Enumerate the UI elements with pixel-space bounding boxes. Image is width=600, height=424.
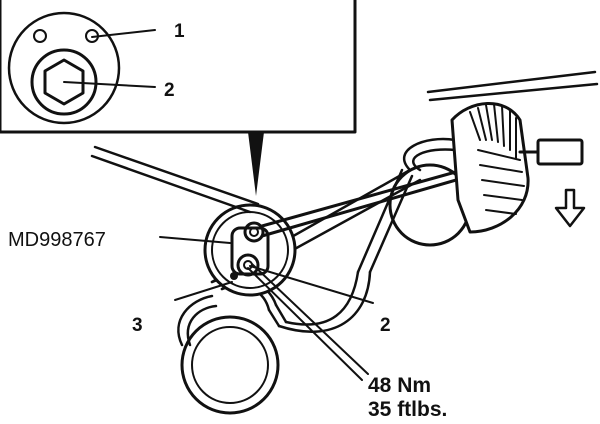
torque-wrench xyxy=(450,102,584,234)
torque-imperial: 35 ftlbs. xyxy=(368,398,447,421)
inset-leader-1 xyxy=(91,29,156,38)
arrow-down-outline-icon xyxy=(554,188,586,228)
callout-inset-1: 1 xyxy=(174,21,185,42)
lower-crank-pulley xyxy=(180,315,280,415)
callout-2: 2 xyxy=(380,315,391,336)
tensioner-bolt xyxy=(236,253,260,277)
inset-detail-box xyxy=(0,0,357,196)
tool-engagement-hole xyxy=(243,221,265,243)
callout-inset-2: 2 xyxy=(164,80,175,101)
tool-rod-lower xyxy=(260,174,472,238)
inset-pointer xyxy=(248,132,264,196)
inset-hole-left xyxy=(33,29,47,43)
inset-bolt-washer xyxy=(30,48,98,116)
inset-leader-2 xyxy=(63,81,156,88)
inset-pulley-hub xyxy=(7,11,121,125)
tensioner-pulley xyxy=(203,203,297,297)
callout-tool-md998767: MD998767 xyxy=(8,229,106,251)
inset-bolt-hex xyxy=(43,58,85,106)
callout-3: 3 xyxy=(132,315,143,336)
leader-three xyxy=(174,281,233,301)
leader-two xyxy=(249,265,374,304)
wrench-handle xyxy=(536,138,584,166)
leader-torque xyxy=(247,267,363,381)
leader-tool xyxy=(159,236,231,244)
lower-crank-pulley-inner xyxy=(191,326,269,404)
upper-belt-line xyxy=(93,145,260,206)
torque-metric: 48 Nm xyxy=(368,374,431,397)
tool-rod-upper xyxy=(260,166,472,228)
